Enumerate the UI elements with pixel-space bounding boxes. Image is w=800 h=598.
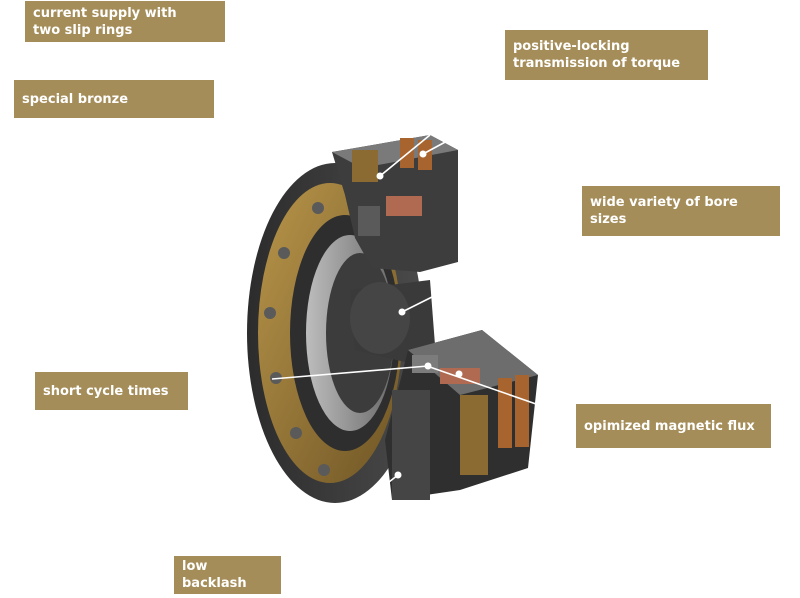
label-slip-rings-text: current supply with two slip rings <box>33 5 177 38</box>
label-short-cycle-times: short cycle times <box>35 372 188 410</box>
leader-lines <box>271 134 537 501</box>
label-slip-rings: current supply with two slip rings <box>25 1 225 42</box>
leader-dots <box>376 150 463 479</box>
label-magnetic-flux-text: opimized magnetic flux <box>584 418 755 434</box>
lower-cutaway-section <box>385 330 538 500</box>
label-bore-sizes-text: wide variety of bore sizes <box>590 195 738 227</box>
label-special-bronze-text: special bronze <box>22 91 129 107</box>
hub-bore <box>350 280 435 362</box>
label-low-backlash: low backlash <box>174 556 281 594</box>
label-positive-locking: positive-locking transmission of torque <box>505 30 708 80</box>
label-positive-locking-text: positive-locking transmission of torque <box>513 39 681 71</box>
label-bore-sizes: wide variety of bore sizes <box>582 186 780 236</box>
label-magnetic-flux: opimized magnetic flux <box>576 404 771 448</box>
label-special-bronze: special bronze <box>14 80 214 118</box>
upper-cutaway-section <box>332 135 458 272</box>
label-short-cycle-times-text: short cycle times <box>43 383 169 399</box>
label-low-backlash-text: low backlash <box>182 559 247 591</box>
